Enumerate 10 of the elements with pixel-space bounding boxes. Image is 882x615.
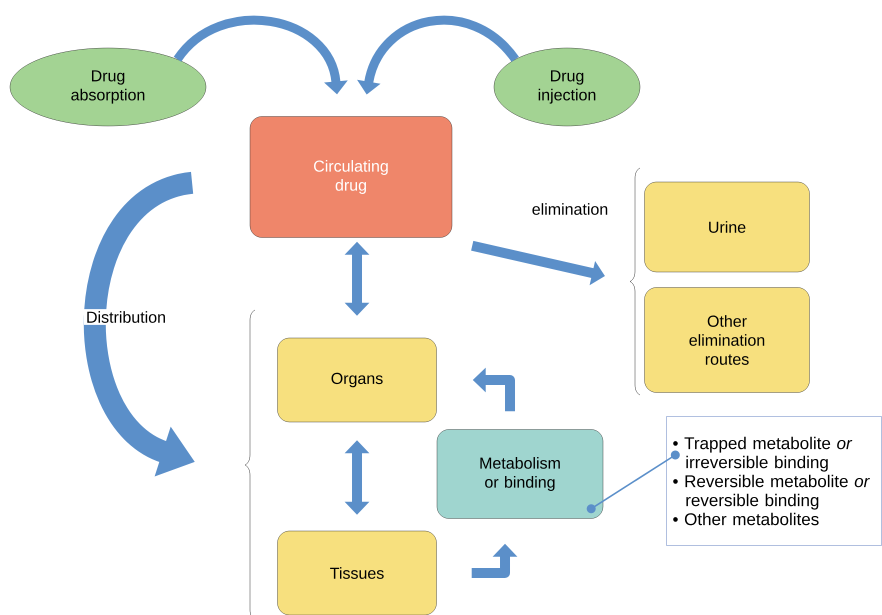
process-box: Organs bbox=[277, 338, 437, 422]
callout-box: • Trapped metabolite or irreversible binding • Reversible metabolite or reversible binding • Other metabolites bbox=[666, 416, 882, 546]
leader-line bbox=[586, 450, 680, 514]
process-box: Metabolism or binding bbox=[436, 429, 604, 519]
process-box: Urine bbox=[644, 182, 810, 272]
process-box: Other elimination routes bbox=[644, 287, 810, 393]
process-box: Circulating drug bbox=[250, 116, 452, 238]
edge-label: elimination bbox=[530, 201, 610, 217]
edge-label: Distribution bbox=[84, 309, 168, 325]
process-box: Tissues bbox=[277, 530, 437, 615]
